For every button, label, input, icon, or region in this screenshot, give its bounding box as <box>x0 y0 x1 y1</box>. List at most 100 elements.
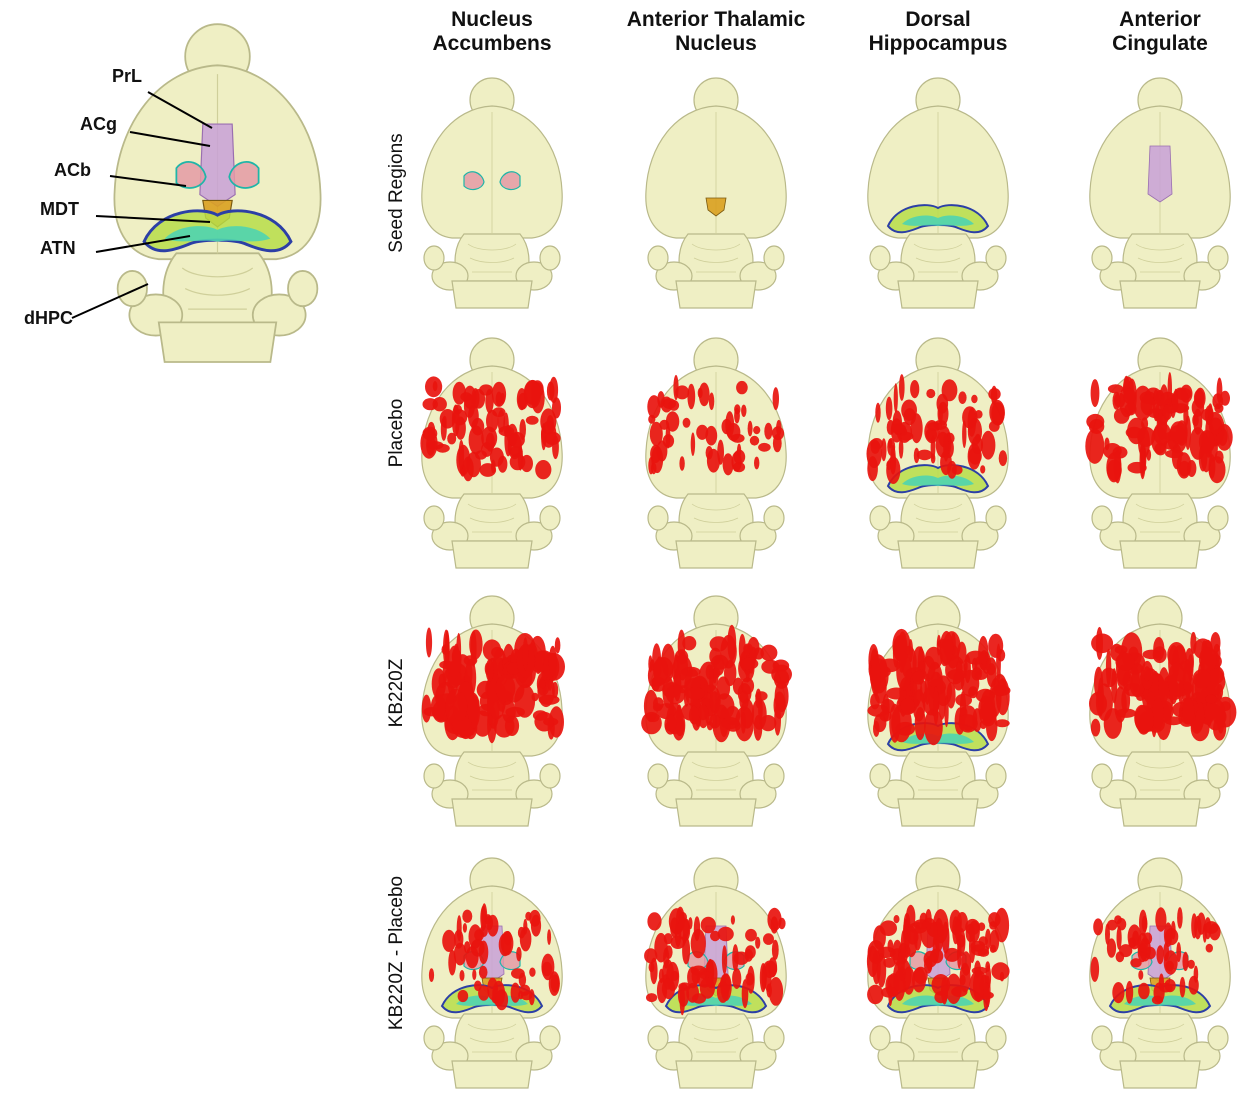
activation-blob <box>901 399 917 421</box>
activation-blob <box>939 630 954 666</box>
region-acb-right <box>499 171 521 191</box>
activation-blob <box>462 923 467 933</box>
activation-blob <box>541 420 557 448</box>
activation-blob <box>955 693 972 707</box>
region-dhpc-core <box>164 226 271 242</box>
activation-blob <box>459 970 465 982</box>
activation-blob <box>721 945 728 975</box>
activation-blob <box>912 967 926 993</box>
activation-blob <box>741 404 747 417</box>
activation-blob <box>1105 923 1110 945</box>
activation-blob <box>1112 982 1125 1004</box>
activation-blob <box>760 644 778 661</box>
activation-blob <box>773 691 786 720</box>
activation-blob <box>739 657 759 670</box>
label-mdt: MDT <box>40 199 79 219</box>
brain-outline <box>646 78 786 308</box>
activation-blob <box>647 395 661 419</box>
activation-blob <box>1179 976 1186 998</box>
activation-blob <box>457 989 469 1003</box>
activation-blob <box>1205 694 1217 704</box>
activation-blob <box>554 637 561 654</box>
activation-blob <box>745 928 757 942</box>
activation-blob <box>523 380 541 405</box>
activation-blob <box>529 909 541 927</box>
activation-blob <box>498 933 512 957</box>
activation-blob <box>447 432 457 445</box>
activation-blob <box>959 962 971 993</box>
activation-blob <box>887 438 896 456</box>
activation-blob <box>867 456 878 482</box>
activation-blob <box>946 681 956 709</box>
activation-blob <box>700 916 716 934</box>
activation-blob <box>732 968 742 989</box>
activation-blob <box>451 404 460 437</box>
label-dhpc: dHPC <box>24 308 73 328</box>
activation-blob <box>965 650 986 665</box>
activation-blob <box>710 930 721 942</box>
activation-blob <box>478 965 488 979</box>
activation-blob <box>1104 437 1110 451</box>
activation-blob <box>651 446 664 474</box>
activation-blob <box>933 686 939 725</box>
column-title-dorsal-hippocampus: Dorsal Hippocampus <box>868 8 1008 55</box>
activation-blob <box>1086 413 1105 430</box>
activation-blob <box>1167 662 1186 697</box>
activation-blob <box>498 426 515 437</box>
activation-blob <box>893 383 898 413</box>
activation-blob <box>525 415 539 425</box>
activation-blob <box>1176 942 1182 963</box>
activation-blob <box>900 930 906 962</box>
activation-blob <box>442 415 447 428</box>
activation-blob <box>514 684 536 718</box>
activation-blob <box>462 909 473 923</box>
column-title-anterior-cingulate: Anterior Cingulate <box>1112 8 1208 55</box>
activation-blob <box>463 385 477 409</box>
activation-blob <box>648 457 654 475</box>
activation-blob <box>1159 982 1173 993</box>
activation-blob <box>709 665 714 698</box>
reference-brain <box>71 24 321 362</box>
activation-blob <box>470 939 485 957</box>
activation-blob <box>448 949 457 976</box>
activation-blob <box>430 694 446 720</box>
activation-blob <box>1152 697 1164 730</box>
activation-blob <box>1152 389 1160 422</box>
activation-blob <box>698 704 709 721</box>
activation-blob <box>943 433 949 462</box>
brain-kb220z-atn <box>641 596 792 826</box>
leader-line <box>129 131 211 147</box>
activation-blob <box>442 929 456 952</box>
activation-blob <box>747 420 753 437</box>
activation-blob <box>1167 372 1172 406</box>
activation-blob <box>677 917 690 940</box>
activation-blob <box>516 946 522 962</box>
brain-seed-acb <box>422 78 562 308</box>
brain-kb220z-acg <box>1089 596 1237 826</box>
activation-blob <box>452 381 466 405</box>
activation-blob <box>1191 913 1198 939</box>
activation-blob <box>923 950 938 968</box>
activation-blob <box>670 970 679 981</box>
activation-blob <box>428 968 435 982</box>
activation-blob <box>1172 403 1190 413</box>
activation-blob <box>1207 403 1213 421</box>
activation-blob <box>1205 697 1226 731</box>
activation-blob <box>688 706 700 725</box>
activation-blob <box>981 430 996 460</box>
activation-blob <box>944 947 960 962</box>
activation-blob <box>1091 633 1114 654</box>
row-label-kb220z: KB220Z <box>386 658 407 728</box>
activation-blob <box>938 403 943 424</box>
activation-blob <box>900 698 915 714</box>
activation-blob <box>1163 950 1178 975</box>
activation-blob <box>500 392 505 404</box>
activation-blob <box>469 629 483 660</box>
activation-blob <box>451 716 472 731</box>
activation-blob <box>991 685 1011 696</box>
activation-blob <box>1090 379 1100 408</box>
activation-blob <box>741 677 755 695</box>
activation-blob <box>1125 980 1134 1004</box>
activation-blob <box>1127 924 1142 950</box>
